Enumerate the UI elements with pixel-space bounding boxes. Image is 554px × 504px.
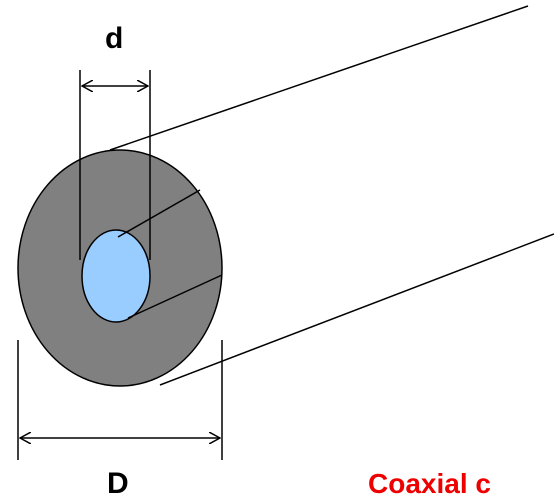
inner-bottom-line: [127, 274, 223, 319]
cable-top-line: [109, 5, 529, 151]
outer-diameter-label: D: [107, 467, 129, 500]
inner-diameter-label: d: [105, 22, 124, 55]
inner-conductor: [81, 229, 151, 323]
diagram-caption: Coaxial c: [368, 468, 491, 499]
cable-bottom-line: [159, 233, 554, 386]
inner-top-line: [117, 189, 201, 238]
